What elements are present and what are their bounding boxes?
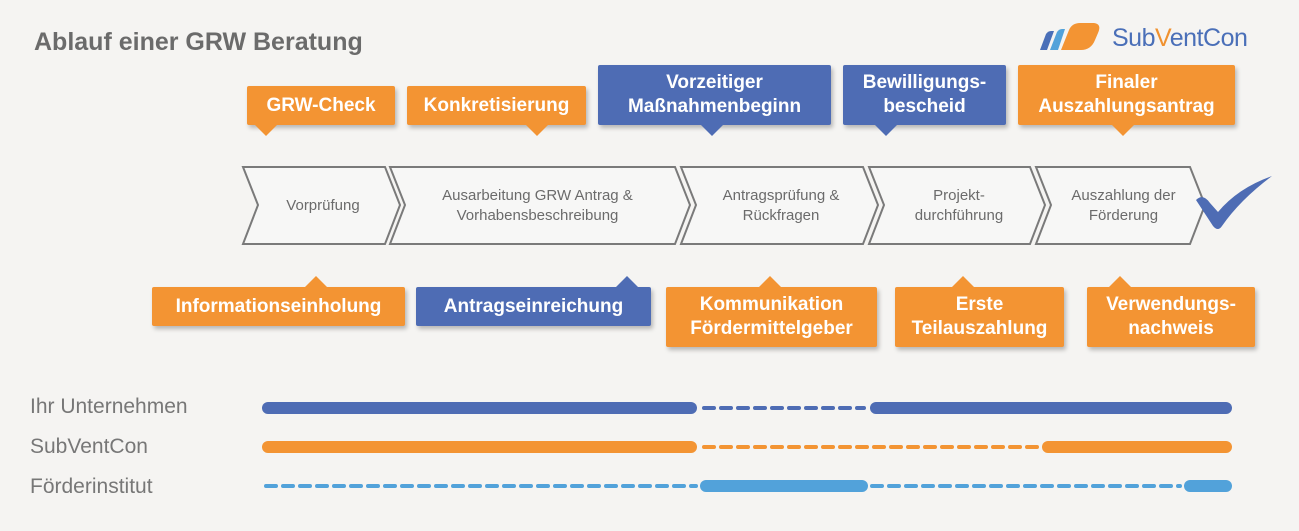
- phase-label: Vorprüfung: [286, 196, 360, 214]
- row-label-subventcon: SubVentCon: [30, 435, 148, 458]
- row-label-foerderinstitut: Förderinstitut: [30, 475, 153, 498]
- chevron-vorpruefung: [241, 166, 402, 245]
- chevron-projektdurchfuehrung: [867, 166, 1047, 245]
- callout-konkretisierung: Konkretisierung: [407, 86, 586, 136]
- callout-grw-check: GRW-Check: [247, 86, 395, 136]
- logo-text: SubVentCon: [1112, 24, 1248, 52]
- chevron-antragspruefung: [679, 166, 880, 245]
- callout-erste-teilauszahlung: Erste Teilauszahlung: [895, 276, 1064, 347]
- row-label-unternehmen: Ihr Unternehmen: [30, 395, 188, 418]
- phase-label: Ausarbeitung GRW Antrag &Vorhabensbeschr…: [442, 186, 633, 224]
- checkmark-icon: [1196, 176, 1272, 229]
- page-title: Ablauf einer GRW Beratung: [34, 28, 363, 56]
- callout-antragseinreichung: Antragseinreichung: [416, 276, 651, 326]
- phase-label: Antragsprüfung &Rückfragen: [722, 186, 840, 224]
- phase-label: Projekt-durchführung: [914, 186, 1004, 224]
- callout-verwendungsnachweis: Verwendungs-nachweis: [1087, 276, 1255, 347]
- chevron-ausarbeitung: [388, 166, 692, 245]
- callout-finaler-auszahlungsantrag: Finaler Auszahlungsantrag: [1018, 65, 1235, 136]
- callout-informationseinholung: Informationseinholung: [152, 276, 405, 326]
- callout-vorzeitiger-massnahmenbeginn: Vorzeitiger Maßnahmenbeginn: [598, 65, 831, 136]
- subventcon-logo-icon: [1040, 23, 1100, 50]
- callout-bewilligungsbescheid: Bewilligungs-bescheid: [843, 65, 1006, 136]
- chevron-auszahlung: [1034, 166, 1207, 245]
- callout-kommunikation: Kommunikation Fördermittelgeber: [666, 276, 877, 347]
